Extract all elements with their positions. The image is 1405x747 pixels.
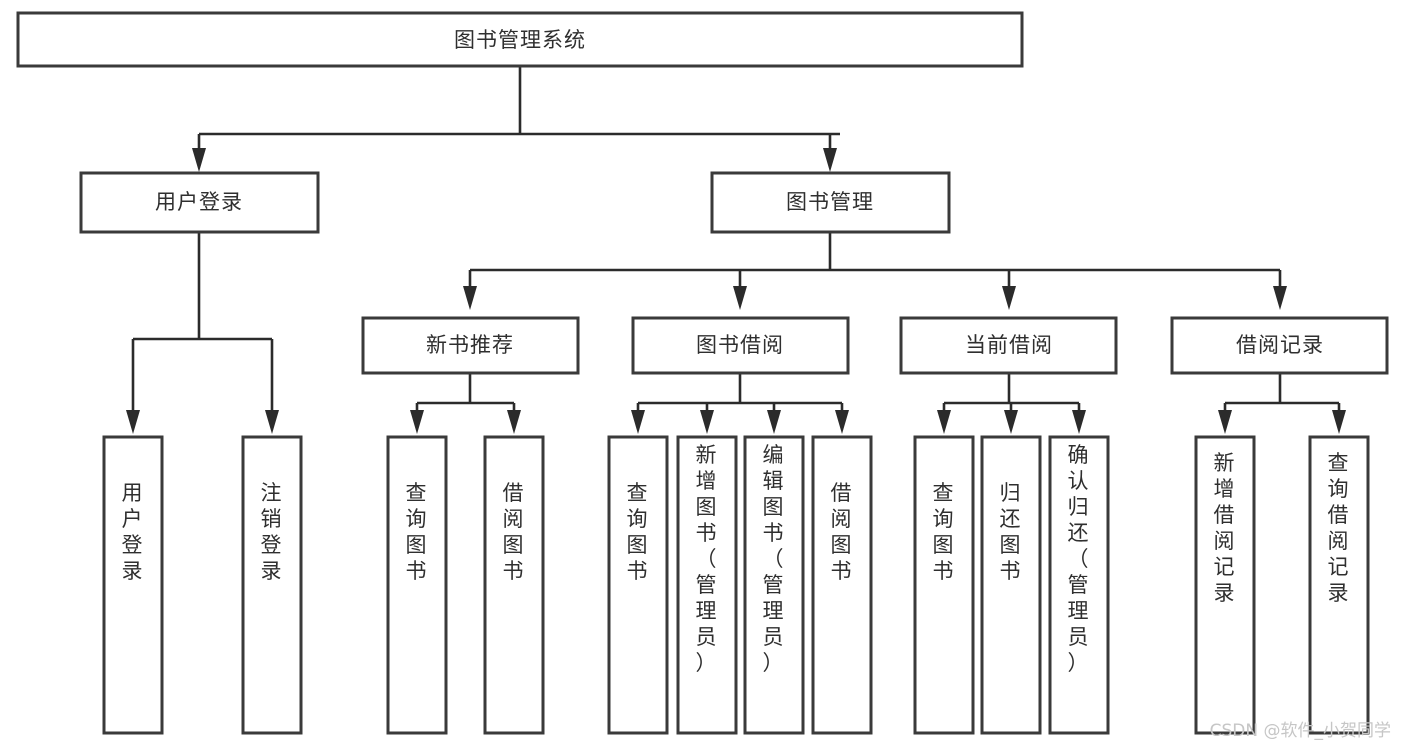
node-book-borrow-label: 图书借阅 xyxy=(696,333,784,357)
leaf-newbook-borrow-label: 借阅图书 xyxy=(503,481,526,583)
connector-root-to-level2 xyxy=(192,66,840,172)
node-new-book-recommend-label: 新书推荐 xyxy=(426,333,514,357)
leaf-bookborrow-borrow-label: 借阅图书 xyxy=(831,481,854,583)
leaf-bookborrow-query-label: 查询图书 xyxy=(627,481,650,583)
node-new-book-recommend[interactable]: 新书推荐 xyxy=(361,316,580,375)
leaf-newbook-borrow[interactable]: 借阅图书 xyxy=(483,435,545,735)
node-current-borrow[interactable]: 当前借阅 xyxy=(899,316,1118,375)
leaf-newbook-query-label: 查询图书 xyxy=(406,481,429,583)
leaf-user-login-login[interactable]: 用户登录 xyxy=(102,435,164,735)
leaf-bookborrow-borrow[interactable]: 借阅图书 xyxy=(811,435,873,735)
node-user-login-label: 用户登录 xyxy=(155,190,243,214)
leaf-bookborrow-edit[interactable]: 编辑图书（管理员） xyxy=(743,435,805,735)
node-book-management-label: 图书管理 xyxy=(786,190,874,214)
leaf-bookborrow-query[interactable]: 查询图书 xyxy=(607,435,669,735)
leaf-currentborrow-return-label: 归还图书 xyxy=(1000,481,1023,583)
leaf-currentborrow-confirm[interactable]: 确认归还（管理员） xyxy=(1048,435,1110,735)
leaf-borrowrecord-query-label: 查询借阅记录 xyxy=(1328,451,1351,605)
connector-currentborrow-to-leaves xyxy=(937,373,1086,434)
node-root-system[interactable]: 图书管理系统 xyxy=(16,11,1024,68)
connector-bookmgmt-to-level3 xyxy=(463,232,1287,310)
leaf-borrowrecord-query[interactable]: 查询借阅记录 xyxy=(1308,435,1370,735)
node-borrow-record-label: 借阅记录 xyxy=(1236,333,1324,357)
leaf-currentborrow-return[interactable]: 归还图书 xyxy=(980,435,1042,735)
connector-borrowrecord-to-leaves xyxy=(1218,373,1346,434)
leaf-newbook-query[interactable]: 查询图书 xyxy=(386,435,448,735)
connector-newbook-to-leaves xyxy=(410,373,521,434)
connector-userlogin-to-leaves xyxy=(126,232,279,434)
node-current-borrow-label: 当前借阅 xyxy=(965,333,1053,357)
node-user-login[interactable]: 用户登录 xyxy=(79,171,320,234)
leaf-user-login-logout-label: 注销登录 xyxy=(261,481,284,583)
leaf-currentborrow-query-label: 查询图书 xyxy=(933,481,956,583)
node-borrow-record[interactable]: 借阅记录 xyxy=(1170,316,1389,375)
leaf-bookborrow-add-label: 新增图书（管理员） xyxy=(696,443,719,675)
leaf-user-login-login-label: 用户登录 xyxy=(122,481,145,583)
leaf-borrowrecord-add[interactable]: 新增借阅记录 xyxy=(1194,435,1256,735)
leaf-user-login-logout[interactable]: 注销登录 xyxy=(241,435,303,735)
node-book-borrow[interactable]: 图书借阅 xyxy=(631,316,850,375)
leaf-currentborrow-query[interactable]: 查询图书 xyxy=(913,435,975,735)
leaf-bookborrow-add[interactable]: 新增图书（管理员） xyxy=(676,435,738,735)
leaf-currentborrow-confirm-label: 确认归还（管理员） xyxy=(1068,443,1091,675)
leaf-borrowrecord-add-label: 新增借阅记录 xyxy=(1214,451,1237,605)
connector-bookborrow-to-leaves xyxy=(631,373,849,434)
node-root-system-label: 图书管理系统 xyxy=(454,28,586,52)
node-book-management[interactable]: 图书管理 xyxy=(710,171,951,234)
leaf-bookborrow-edit-label: 编辑图书（管理员） xyxy=(763,443,786,675)
